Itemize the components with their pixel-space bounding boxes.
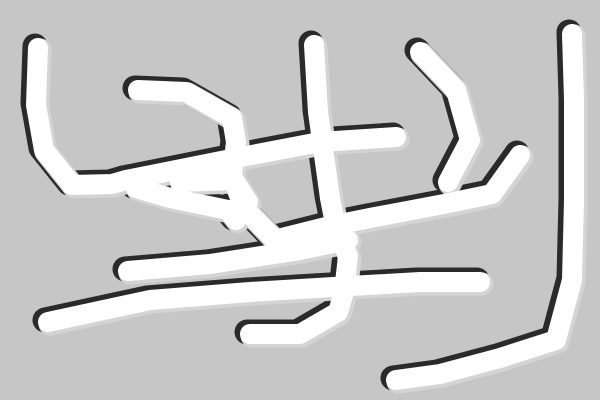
tube-structure-render <box>0 0 600 400</box>
